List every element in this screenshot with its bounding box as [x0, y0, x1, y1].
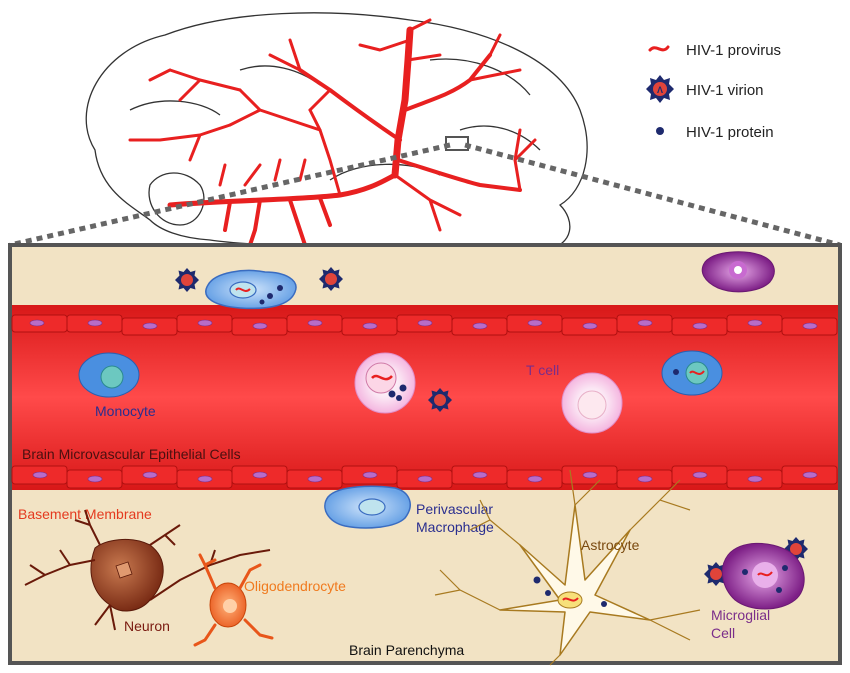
- protein-icon: [656, 127, 664, 135]
- neuron-label: Neuron: [124, 618, 170, 634]
- virion-icon-4: [704, 562, 728, 586]
- virion-icon-3: [428, 388, 452, 412]
- cerebral-vessels: [128, 18, 537, 247]
- legend-provirus-label: HIV-1 provirus: [686, 42, 781, 59]
- virion-icon-1: [175, 268, 199, 292]
- zoom-lines: [9, 142, 841, 248]
- lower-endothelial-nuclei: [32, 471, 818, 483]
- oligodendrocyte-cell: [193, 553, 274, 647]
- infected-blue-cell-top: [205, 269, 297, 310]
- t-cell: [561, 372, 623, 434]
- virion-icon: Λ: [646, 75, 674, 103]
- upper-endothelial-nuclei: [29, 319, 818, 330]
- t-cell-label: T cell: [526, 362, 559, 378]
- oligodendrocyte-label: Oligodendrocyte: [244, 578, 346, 594]
- provirus-icon: [648, 45, 670, 52]
- legend-virion-label: HIV-1 virion: [686, 82, 764, 99]
- brain-parenchyma-label: Brain Parenchyma: [349, 642, 464, 658]
- legend: HIV-1 provirus Λ HIV-1 virion HIV-1 prot…: [646, 42, 781, 141]
- perivascular-macrophage: [324, 485, 411, 529]
- monocyte-label: Monocyte: [95, 403, 156, 419]
- astrocyte-cell: [434, 469, 701, 666]
- perivascular-label-2: Macrophage: [416, 519, 494, 535]
- infected-t-cell: [354, 352, 416, 414]
- svg-text:Λ: Λ: [657, 85, 663, 95]
- perivascular-label-1: Perivascular: [416, 501, 493, 517]
- astrocyte-label: Astrocyte: [581, 537, 640, 553]
- bmec-label: Brain Microvascular Epithelial Cells: [22, 446, 241, 462]
- brain-outline: [85, 12, 588, 251]
- infected-monocyte-right: [661, 350, 723, 396]
- microglial-label-2: Cell: [711, 625, 735, 641]
- basement-membrane-label: Basement Membrane: [18, 506, 152, 522]
- microglial-label-1: Microglial: [711, 607, 770, 623]
- blood-vessel: [11, 305, 838, 490]
- microglia-top: [701, 251, 775, 293]
- neuron-cell: [24, 509, 271, 631]
- virion-icon-2: [319, 267, 343, 291]
- monocyte-cell: [78, 352, 140, 398]
- microglial-cell: [721, 542, 805, 610]
- legend-protein-label: HIV-1 protein: [686, 124, 774, 141]
